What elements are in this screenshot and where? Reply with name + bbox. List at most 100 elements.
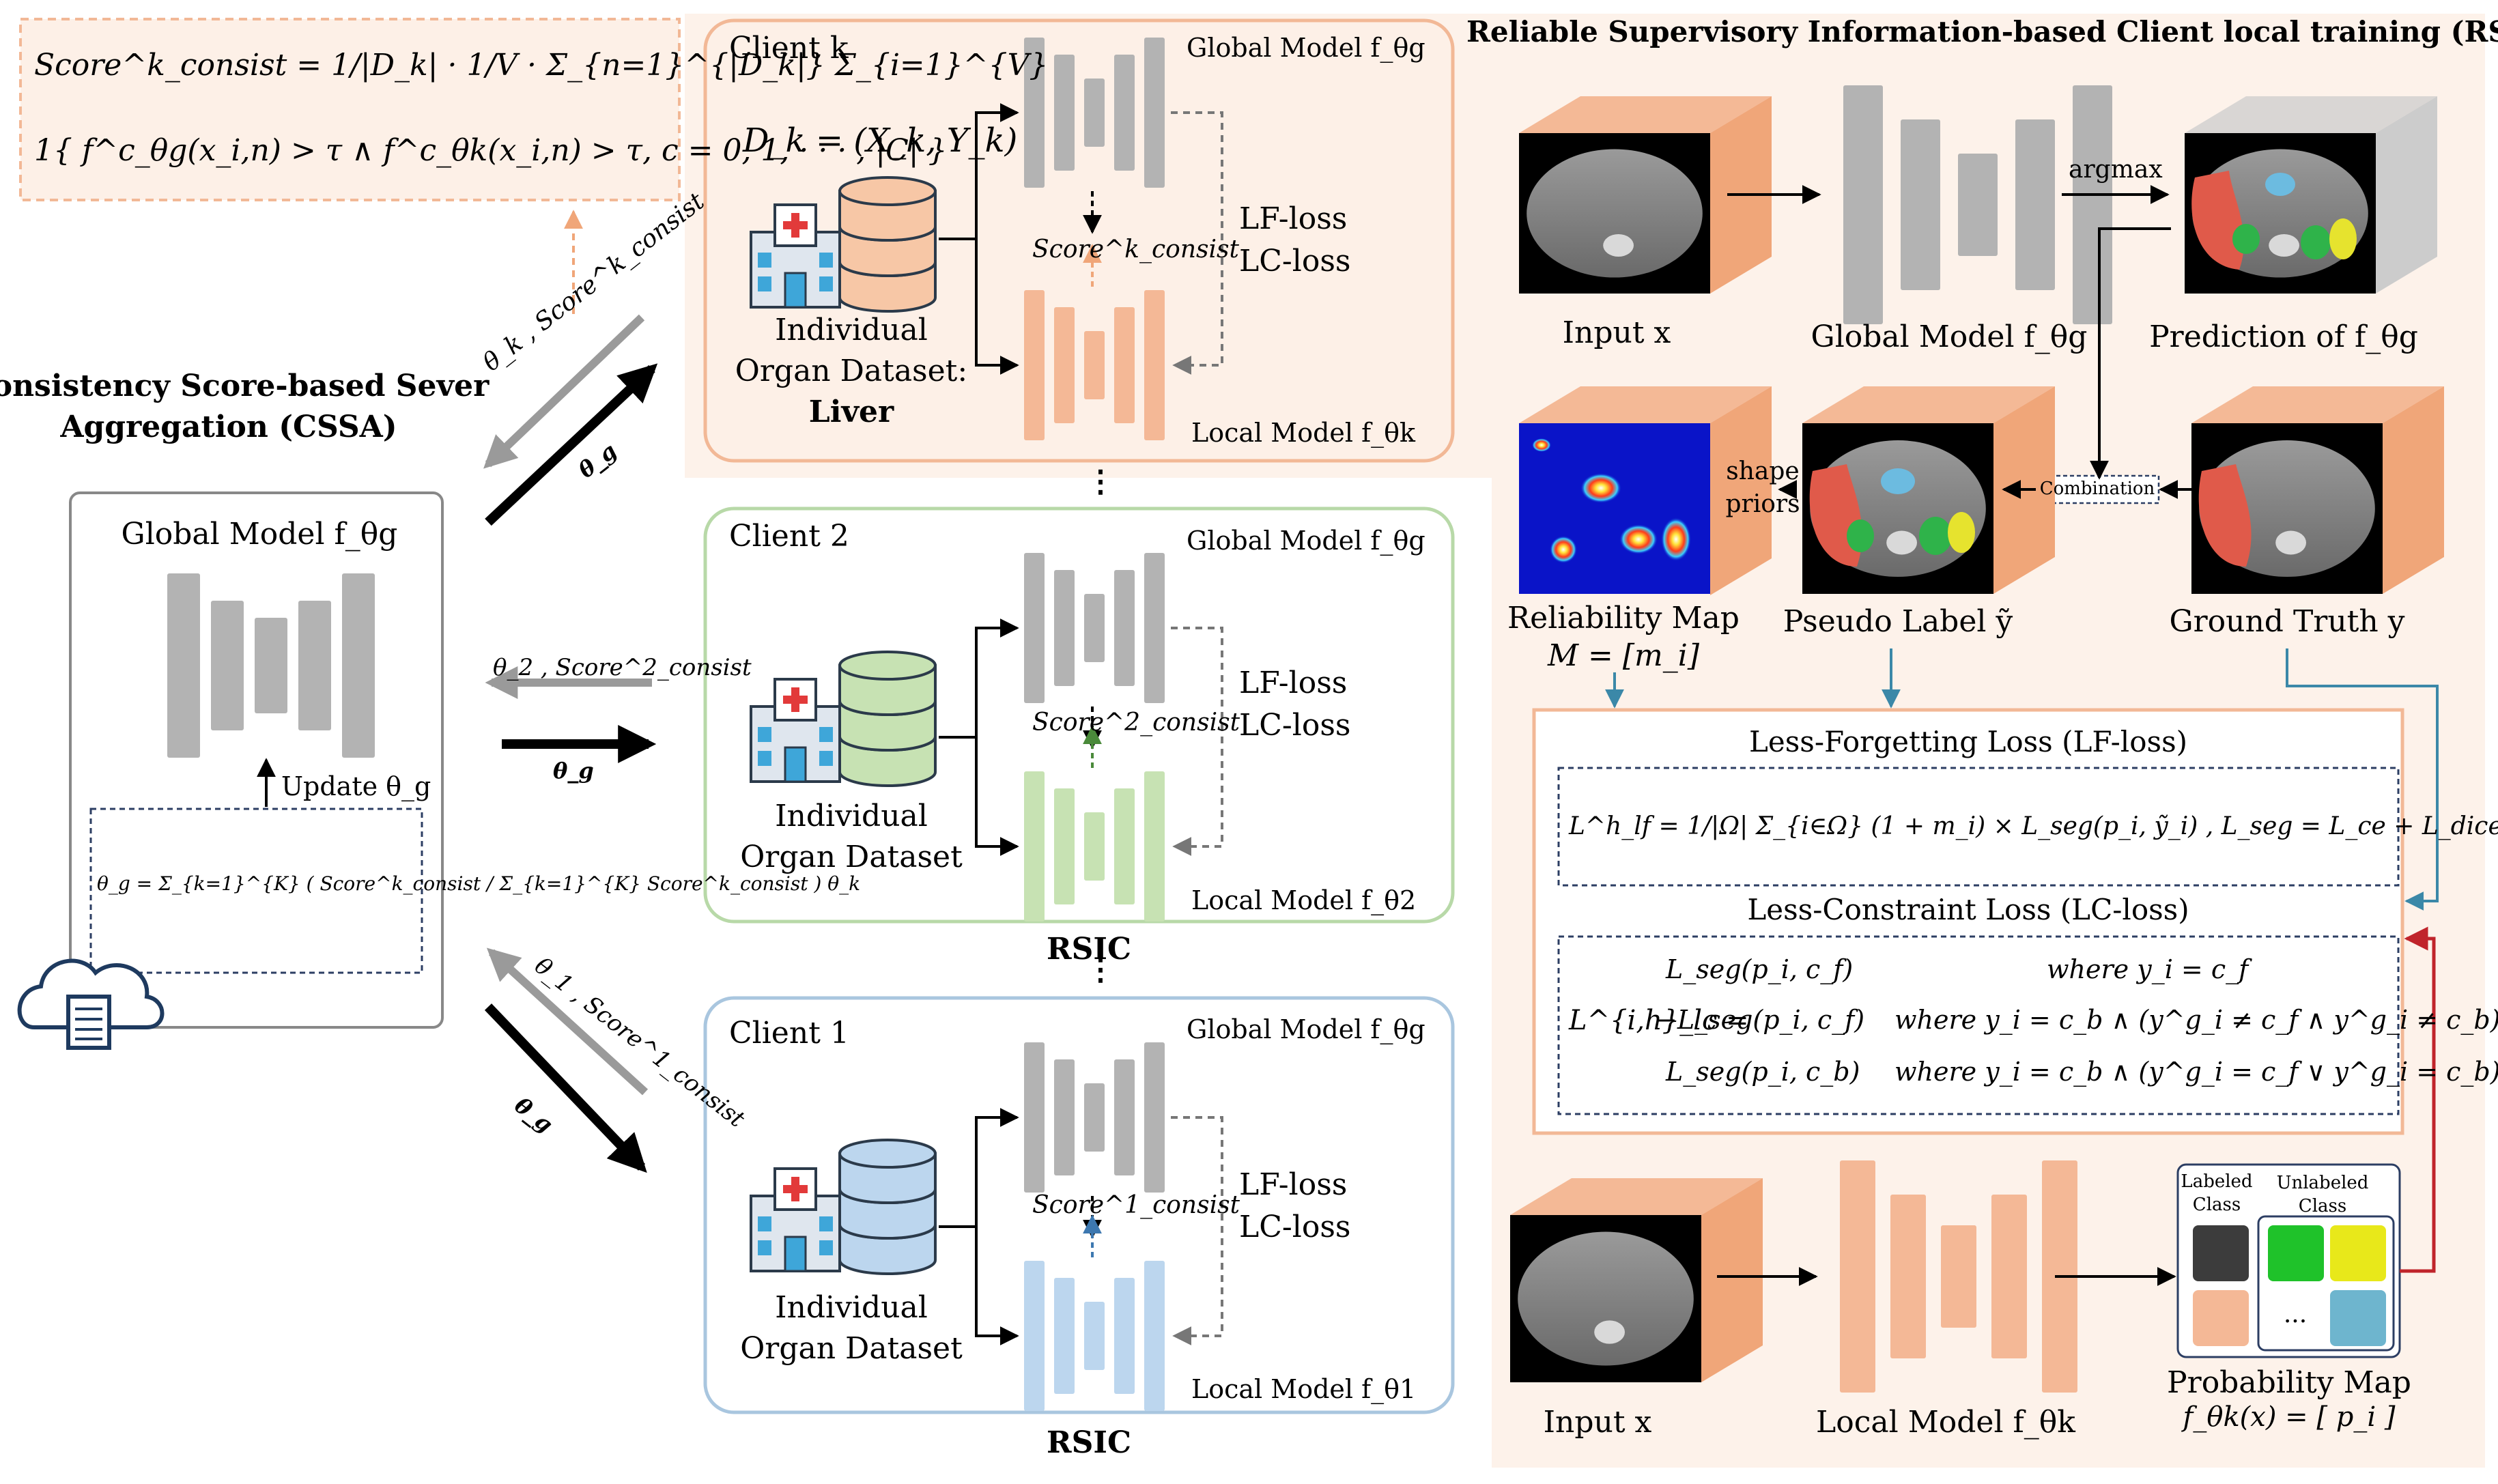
client-0-global-unet-block [1144,38,1165,188]
rsic-input2-cube-body [1518,1231,1694,1366]
lc-title: Less-Constraint Loss (LC-loss) [1747,893,2189,926]
prob-map-1: Probability Map [2167,1365,2411,1400]
rel-hotspot [1580,473,1621,503]
rsic-reliability-cube [1519,386,1772,595]
client-0-local-unet-block [1054,307,1075,423]
server-unet-block [255,618,287,713]
client-0-global-unet-block [1114,55,1135,171]
unlabeled-class-2: Class [2298,1196,2347,1216]
client-2-local-unet-block [1114,1278,1135,1394]
prob-black [2193,1225,2249,1281]
client-k-ds-3: Liver [808,395,894,429]
c2-upload-label: θ_2 , Score^2_consist [493,654,752,681]
cloud-outline [17,958,165,1029]
formula-box [19,18,681,201]
client-0-hospital-window [819,253,833,268]
client-2-local-unet-block [1024,1261,1045,1411]
client-1-global-unet-block [1144,553,1165,703]
rsic-pseudo-cube [1802,386,2055,594]
client-2-box [703,506,1455,924]
formula-line-2: 1{ f^c_θg(x_i,n) > τ ∧ f^c_θk(x_i,n) > τ… [34,133,948,168]
client-1-score: Score^1_consist [1032,1191,1240,1219]
client-2-database-cap [838,1139,937,1169]
rel-hotspot [1532,438,1551,452]
server-unet-block [298,601,331,730]
server-unet-block [167,573,200,758]
arrow-1-upload [486,947,649,1096]
rsic-reliability-2: M = [m_i] [1547,638,1700,673]
pseudo-kidney-r [1919,517,1952,555]
client-2-footer: RSIC [1047,932,1131,967]
server-unet [167,573,375,758]
client-1-footer: RSIC [1047,1425,1131,1460]
client-2-hospital-window [819,1240,833,1255]
ellipsis-1: ⋮ [1085,464,1116,499]
server-unet-block [211,601,244,730]
client-1-local-unet-block [1024,771,1045,922]
rsic-local-unet-block [1840,1160,1875,1393]
arrow-k-download [485,363,658,526]
labeled-class-2: Class [2192,1195,2241,1215]
rel-hotspot [1661,517,1691,561]
client-0-hospital-window [758,276,771,291]
rsic-input-cube-spine [1603,234,1634,257]
prob-dots: ... [2283,1300,2308,1328]
client-k-loss1: LF-loss [1239,201,1348,236]
rsic-input2-cube-top [1510,1178,1763,1215]
client-1-to-local [975,737,1019,856]
client-1-loss2: LC-loss [1239,1210,1351,1244]
rsic-global-unet-block [2015,119,2055,290]
client-2-loss2: LC-loss [1239,708,1351,743]
lf-formula: L^h_lf = 1/|Ω| Σ_{i∈Ω} (1 + m_i) × L_seg… [1569,812,2498,840]
client-2-global: Global Model f_θg [1187,526,1425,556]
rsic-local-unet-block [1941,1225,1976,1328]
client-0-local-unet-block [1114,307,1135,423]
rsic-input2-cube-side [1701,1178,1763,1382]
client-0-local-unet-block [1024,290,1045,440]
rsic-local-unet-block [1991,1195,2027,1358]
rsic-global-unet [1843,85,2112,324]
client-1-global-unet-block [1024,553,1045,703]
prob-peach [2193,1290,2249,1346]
rsic-shape-priors-2: priors [1725,490,1800,518]
client-1-local-unet-block [1084,812,1105,881]
rsic-input2-label: Input x [1543,1405,1652,1440]
client-2-database [838,1139,937,1275]
client-0-local-unet [1024,290,1165,440]
rsic-combination: Combination [2039,479,2155,499]
client-1-local-unet [1024,771,1165,922]
pred-kidney-l [2232,224,2260,254]
rsic-input-label: Input x [1562,315,1671,350]
rsic-pseudo-label: Pseudo Label ỹ [1783,604,2013,639]
labeled-class-1: Labeled [2181,1171,2253,1192]
server-global-label: Global Model f_θg [121,517,398,552]
rsic-input2-cube-spine [1594,1320,1626,1344]
client-1-hospital-window [758,727,771,742]
lc-cond-1: where y_i = c_f [2047,954,2249,984]
client-2-to-global [939,1108,1019,1228]
client-k-title: Client k [729,31,849,66]
cloud-icon [17,958,165,1050]
pseudo-stomach [1881,468,1915,494]
client-1-hospital-window [819,727,833,742]
client-2-score: Score^2_consist [1032,709,1240,737]
lc-lhs: L^{i,h}_lc = [1569,1005,1749,1036]
rsic-global-label: Global Model f_θg [1811,319,2088,354]
rsic-global-unet-block [1901,119,1940,290]
client-1-local-unet-block [1114,788,1135,904]
rsic-global-unet-block [2073,85,2112,324]
rsic-input-cube-body [1527,149,1703,278]
client-2-title: Client 2 [729,519,849,554]
client-2-global-unet-block [1114,1059,1135,1175]
client-0-global-unet [1024,38,1165,188]
rsic-title: Reliable Supervisory Information-based C… [1466,15,2498,48]
pseudo-kidney-l [1847,519,1874,552]
client-1-hospital-door [784,746,807,783]
lc-formula-box [1557,935,2400,1115]
prob-green [2268,1225,2324,1281]
server-unet-block [342,573,375,758]
client-2-ds-1: Individual [775,799,928,833]
client-2-local-unet-block [1054,1278,1075,1394]
